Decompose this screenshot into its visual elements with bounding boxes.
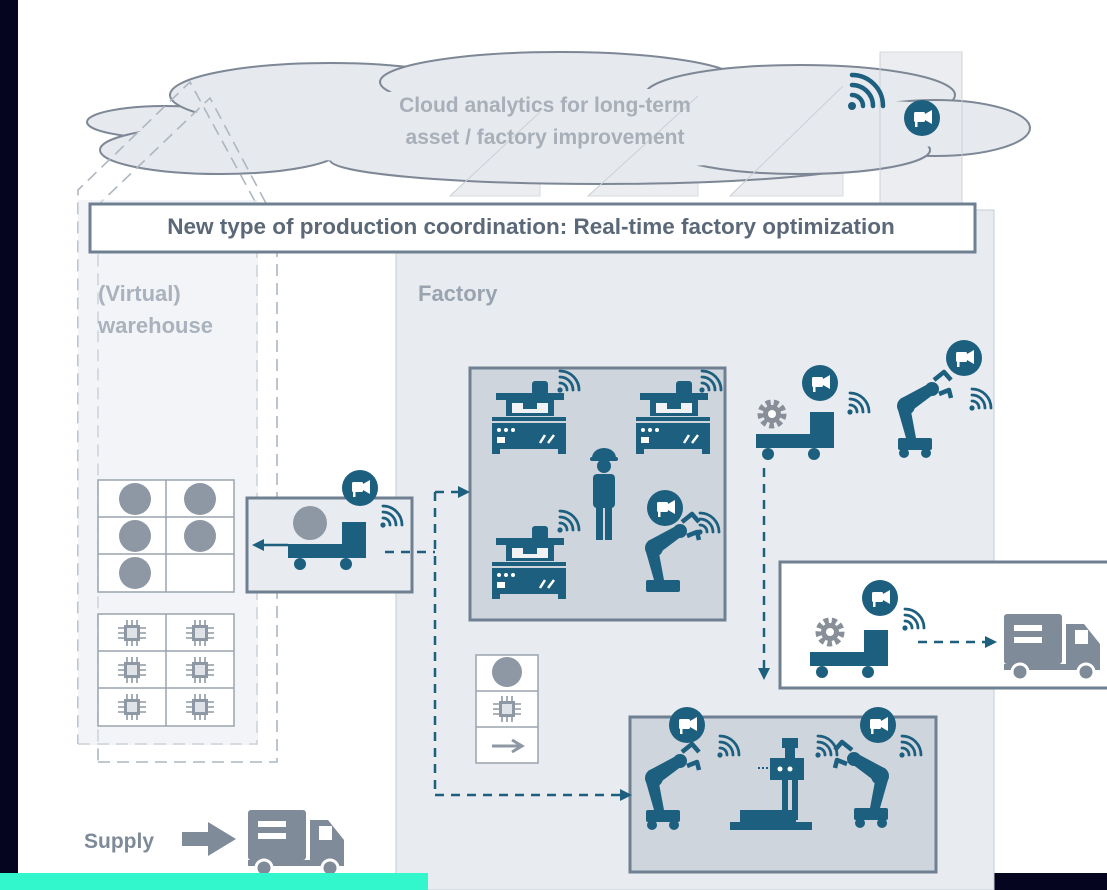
cloud-analytics-label: Cloud analytics for long-term asset / fa…	[340, 90, 750, 154]
cloud-tower-overlay	[449, 52, 963, 200]
warehouse-label-line-2: warehouse	[98, 313, 213, 338]
arrow-heads	[252, 486, 997, 801]
supply-label: Supply	[84, 830, 155, 853]
warehouse-label: (Virtual) warehouse	[98, 278, 213, 342]
camera-icon	[342, 470, 378, 506]
press-machine-icon	[730, 738, 812, 830]
material-rack	[475, 654, 539, 764]
cloud-label-line-2: asset / factory improvement	[405, 126, 685, 149]
camera-icon	[860, 707, 896, 743]
camera-icon	[647, 490, 683, 526]
flow-arrows	[385, 468, 985, 797]
camera-icon	[946, 340, 982, 376]
factory-label: Factory	[418, 281, 498, 306]
camera-icon	[802, 365, 838, 401]
accent-bar	[0, 873, 428, 890]
storage-rack	[97, 479, 235, 593]
coordination-banner	[88, 202, 977, 254]
camera-icon	[862, 580, 898, 616]
supply-arrow	[182, 822, 236, 856]
cloud-label-line-1: Cloud analytics for long-term	[399, 94, 691, 117]
warehouse-label-line-1: (Virtual)	[98, 281, 181, 306]
material-item	[293, 506, 327, 540]
coordination-banner-label: New type of production coordination: Rea…	[167, 214, 895, 239]
camera-icon	[904, 100, 940, 136]
worker-icon	[590, 448, 618, 540]
camera-icon	[669, 707, 705, 743]
component-rack	[97, 613, 235, 727]
